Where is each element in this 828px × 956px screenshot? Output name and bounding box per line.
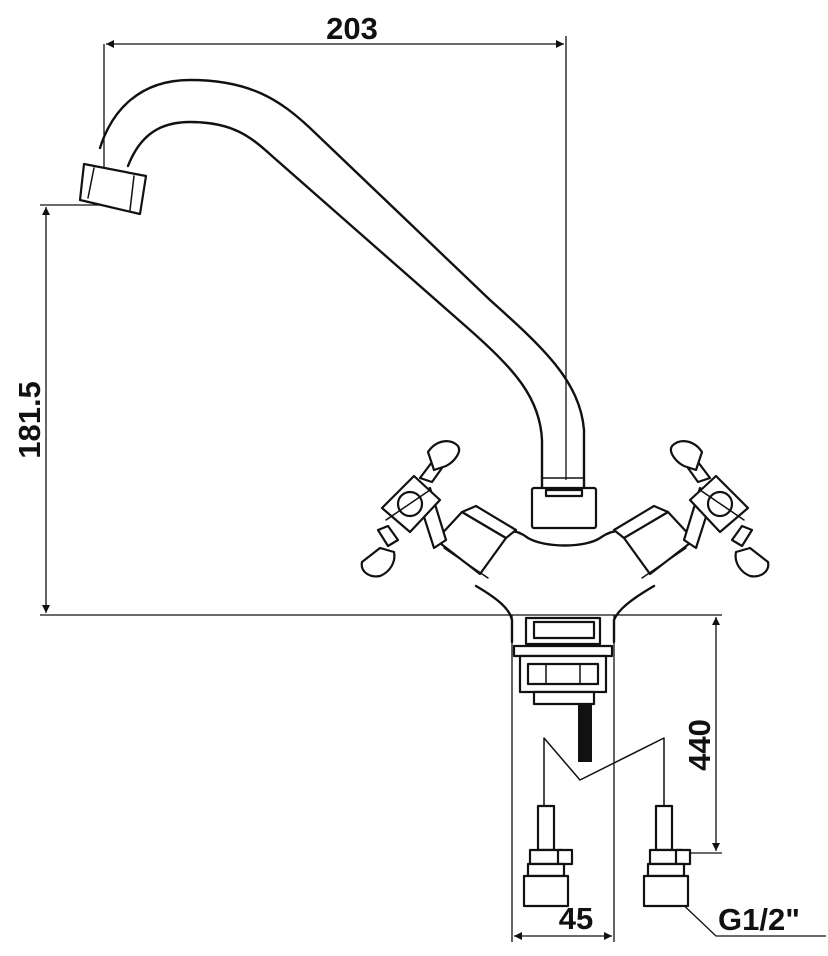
dimension-label-203: 203 <box>326 11 378 46</box>
flexible-hose-icon <box>522 737 692 908</box>
faucet-drawing-icon <box>78 78 770 908</box>
thread-callout: G1/2" <box>675 897 826 937</box>
dimension-label-440: 440 <box>682 719 717 771</box>
dimension-spout-reach: 203 <box>103 11 567 480</box>
dimension-spout-height: 181.5 <box>12 204 722 616</box>
cross-handle-icon <box>612 440 770 579</box>
dimension-label-181-5: 181.5 <box>12 381 47 459</box>
mounting-nut <box>512 616 614 762</box>
dimension-base-width: 45 <box>511 615 615 942</box>
thread-label: G1/2" <box>718 902 800 937</box>
dimension-hose-length: 440 <box>682 617 722 854</box>
cross-handle-icon <box>360 440 518 579</box>
